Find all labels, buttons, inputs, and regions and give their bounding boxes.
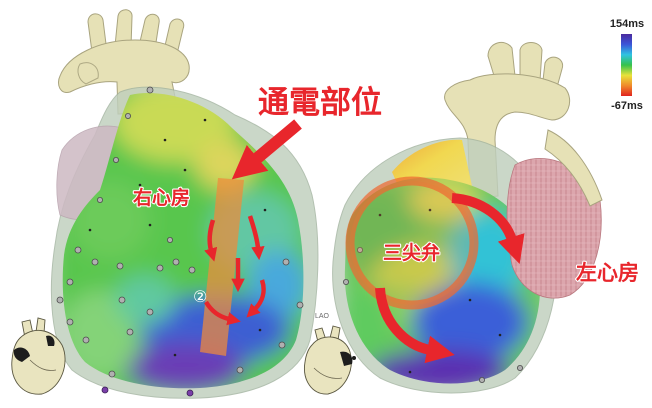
ablation-site-label: 通電部位	[258, 85, 382, 121]
conduction-arrow	[247, 215, 265, 261]
conduction-arrow	[246, 279, 266, 318]
annulus-arrow-upper	[451, 193, 525, 265]
conduction-arrow	[204, 300, 241, 326]
left-view-conduction-arrows	[204, 215, 266, 326]
left-atrium-label: 左心房	[576, 261, 639, 285]
right-view-vessel-branch	[544, 129, 603, 207]
left-heart-view: ② 右心房	[11, 9, 319, 399]
activation-color-bar: 154ms -67ms	[610, 18, 644, 112]
right-heart-view: 三尖弁 左心房 LAO	[304, 41, 640, 395]
left-view-heart-icon	[11, 317, 66, 395]
orientation-label-lao: LAO	[315, 313, 330, 320]
left-view-mapping-points	[56, 86, 304, 397]
marker-2-label: ②	[193, 287, 207, 306]
ablation-site-arrow	[231, 119, 302, 180]
tricuspid-annulus-circle	[345, 176, 479, 310]
color-bar-gradient	[621, 34, 632, 96]
color-bar-min-label: -67ms	[611, 100, 643, 112]
annulus-arrow-lower	[375, 287, 455, 364]
right-view-heart-icon	[304, 325, 356, 395]
right-atrium-label: 右心房	[132, 186, 190, 209]
conduction-arrow	[204, 219, 218, 262]
tricuspid-valve-label: 三尖弁	[383, 241, 440, 264]
right-view-mapping-points	[342, 208, 524, 383]
color-bar-max-label: 154ms	[610, 18, 644, 30]
left-view-activation-surface	[62, 93, 304, 389]
